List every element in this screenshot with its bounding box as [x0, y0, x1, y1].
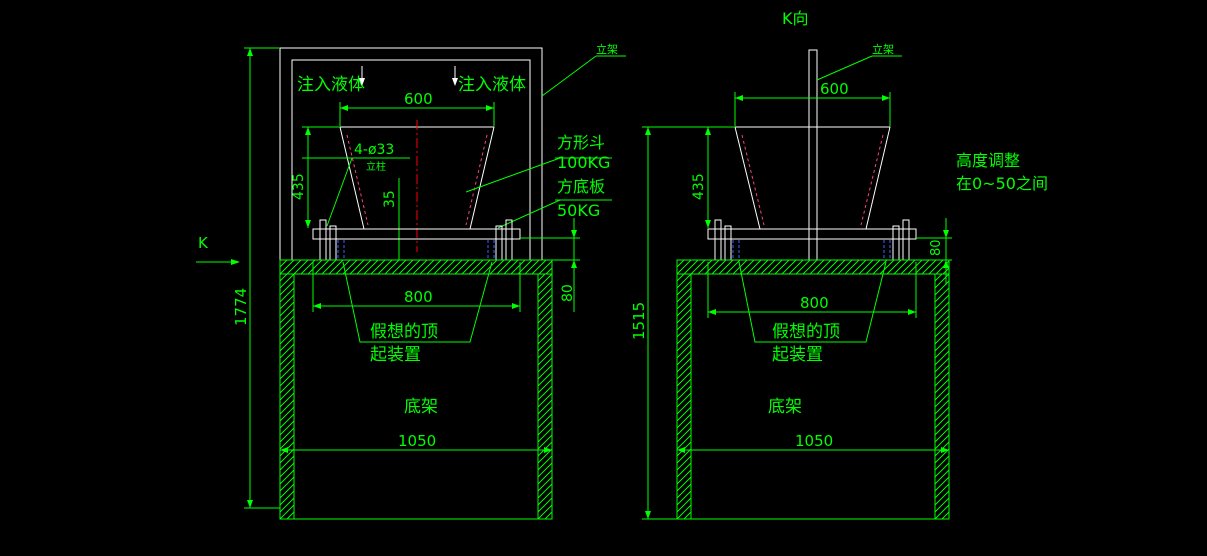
right-dim-1050: 1050 [677, 432, 949, 453]
left-jack-label-1: 假想的顶 [370, 322, 438, 342]
left-hole-label: 4-ø33 [354, 142, 394, 158]
left-jack [342, 261, 493, 343]
right-view-title: K向 [782, 9, 809, 28]
left-base-frame [279, 273, 553, 520]
left-dim-1050: 1050 [280, 432, 552, 453]
svg-text:K: K [198, 234, 209, 252]
right-base-frame [676, 273, 950, 520]
left-dim-35: 35 [382, 178, 400, 260]
svg-text:80: 80 [560, 284, 576, 302]
left-frame-label: 立架 [596, 42, 618, 56]
svg-text:80: 80 [929, 239, 944, 256]
svg-text:600: 600 [404, 90, 433, 108]
right-dim-435: 435 [691, 126, 735, 228]
svg-text:1050: 1050 [795, 432, 833, 450]
svg-text:1515: 1515 [630, 302, 648, 340]
right-jack-label-2: 起装置 [772, 345, 823, 365]
right-base-plate [707, 219, 917, 261]
left-plate-weight: 50KG [557, 201, 600, 220]
right-base-top [676, 259, 950, 275]
right-dim-80: 80 [916, 218, 952, 285]
right-dim-800: 800 [707, 262, 917, 318]
left-base-top [279, 259, 553, 275]
right-height-note-1: 高度调整 [956, 151, 1020, 170]
left-base-label: 底架 [404, 397, 438, 417]
svg-text:435: 435 [691, 173, 707, 200]
right-base-label: 底架 [768, 397, 802, 417]
svg-text:800: 800 [800, 294, 829, 312]
right-jack [738, 261, 887, 343]
svg-text:600: 600 [820, 80, 849, 98]
right-jack-label-1: 假想的顶 [772, 322, 840, 342]
left-inlet-label-2: 注入液体 [458, 75, 526, 95]
right-view: K向 立架 600 435 [630, 9, 1048, 520]
right-dim-600: 600 [734, 80, 891, 126]
right-height-note-2: 在0~50之间 [956, 174, 1048, 193]
svg-text:800: 800 [404, 288, 433, 306]
left-hopper-weight: 100KG [557, 153, 610, 172]
left-dim-800: 800 [312, 262, 521, 312]
svg-text:435: 435 [291, 173, 307, 200]
svg-text:35: 35 [382, 190, 398, 208]
left-inlet-label-1: 注入液体 [297, 75, 365, 95]
left-jack-label-2: 起装置 [370, 345, 421, 365]
svg-text:1774: 1774 [232, 288, 250, 326]
right-frame-label: 立架 [872, 42, 894, 56]
left-view: 立架 注入液体 注入液体 600 4-ø33 立柱 [196, 42, 626, 520]
left-dim-1774: 1774 [232, 47, 280, 509]
right-dim-1515: 1515 [630, 126, 735, 520]
left-dim-435: 435 [291, 126, 352, 228]
left-dim-600: 600 [339, 90, 495, 126]
left-hopper-label: 方形斗 [557, 133, 605, 152]
left-view-arrow-k: K [196, 234, 240, 265]
right-hopper [734, 126, 891, 230]
left-dim-80: 80 [520, 218, 580, 312]
left-base-plate [312, 219, 521, 261]
svg-text:1050: 1050 [398, 432, 436, 450]
left-frame-leader [541, 55, 597, 97]
left-plate-label: 方底板 [557, 177, 605, 196]
left-column-label: 立柱 [366, 160, 386, 173]
